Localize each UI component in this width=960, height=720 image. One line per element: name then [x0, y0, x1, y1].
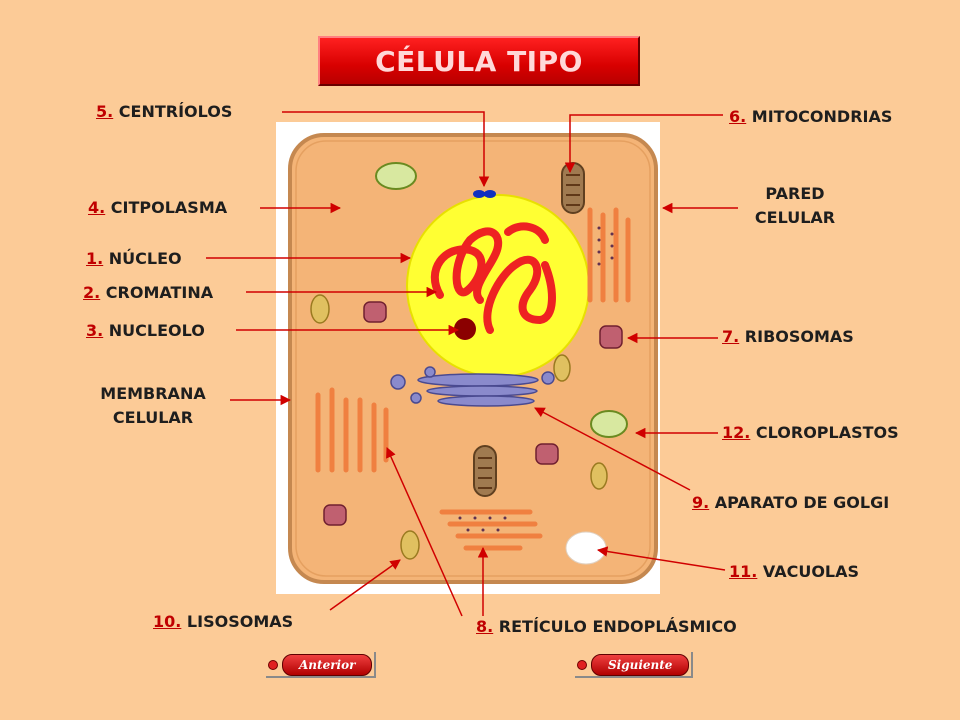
- label-nucleolo: 3. NUCLEOLO: [86, 321, 205, 340]
- previous-button[interactable]: Anterior: [266, 652, 377, 678]
- label-lisosomas: 10. LISOSOMAS: [153, 612, 294, 631]
- label-reticulo: 8. RETÍCULO ENDOPLÁSMICO: [476, 617, 737, 636]
- label-number-link[interactable]: 4.: [88, 198, 106, 217]
- ribosome: [599, 325, 623, 349]
- label-mitocondrias: 6. MITOCONDRIAS: [729, 107, 893, 126]
- mitochondrion: [473, 445, 497, 497]
- label-number-link[interactable]: 11.: [729, 562, 758, 581]
- label-number-link[interactable]: 7.: [722, 327, 740, 346]
- label-cromatina: 2. CROMATINA: [83, 283, 214, 302]
- previous-button-label: Anterior: [282, 654, 373, 676]
- centrioles: [473, 190, 496, 198]
- label-centriolos: 5. CENTRÍOLOS: [96, 102, 233, 121]
- ribosome: [535, 443, 559, 465]
- next-button-label: Siguiente: [591, 654, 690, 676]
- pointer-lines: [206, 111, 738, 617]
- label-number-link[interactable]: 10.: [153, 612, 182, 631]
- mitochondrion: [561, 162, 585, 214]
- bullet-icon: [268, 660, 278, 670]
- chloroplast: [590, 410, 628, 438]
- label-number-link[interactable]: 6.: [729, 107, 747, 126]
- chloroplast: [375, 162, 417, 190]
- next-button[interactable]: Siguiente: [575, 652, 694, 678]
- chromatin: [430, 222, 556, 334]
- nucleolus: [454, 318, 476, 340]
- label-golgi: 9. APARATO DE GOLGI: [692, 493, 890, 512]
- ribosome: [363, 301, 387, 323]
- label-number-link[interactable]: 2.: [83, 283, 101, 302]
- label-ribosomas: 7. RIBOSOMAS: [722, 327, 854, 346]
- label-citoplasma: 4. CITPOLASMA: [88, 198, 228, 217]
- label-number-link[interactable]: 8.: [476, 617, 494, 636]
- lysosome: [310, 294, 608, 560]
- cell-membrane: [295, 140, 651, 577]
- golgi-apparatus: [390, 366, 555, 407]
- label-cloroplastos: 12. CLOROPLASTOS: [722, 423, 899, 442]
- endoplasmic-reticulum: [315, 207, 631, 551]
- bullet-icon: [577, 660, 587, 670]
- label-number-link[interactable]: 9.: [692, 493, 710, 512]
- label-nucleo: 1. NÚCLEO: [86, 249, 182, 268]
- label-vacuolas: 11. VACUOLAS: [729, 562, 860, 581]
- label-number-link[interactable]: 3.: [86, 321, 104, 340]
- label-number-link[interactable]: 5.: [96, 102, 114, 121]
- label-number-link[interactable]: 1.: [86, 249, 104, 268]
- vacuole: [565, 531, 607, 565]
- label-number-link[interactable]: 12.: [722, 423, 751, 442]
- page-title: CÉLULA TIPO: [318, 36, 640, 86]
- ribosome: [323, 504, 347, 526]
- er-ribosome-dots: [458, 226, 614, 532]
